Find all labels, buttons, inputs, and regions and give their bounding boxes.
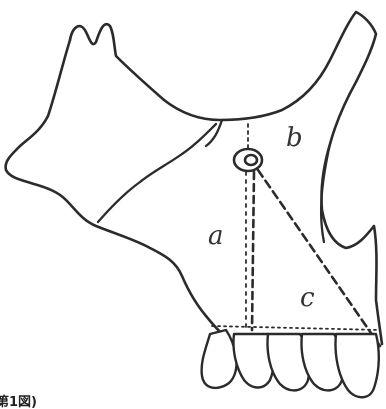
measure-line-c: [258, 170, 380, 346]
infraorbital-foramen-inner: [245, 155, 257, 165]
zygomatic-suture: [98, 124, 216, 222]
measure-line-a: [252, 172, 254, 330]
label-b: b: [286, 123, 303, 153]
maxilla-outline: [70, 12, 382, 344]
tooth-5: [336, 334, 379, 397]
maxilla-posterior-outline: [6, 40, 224, 336]
label-a: a: [208, 221, 224, 251]
figure-caption: (第1図): [0, 394, 37, 409]
tooth-1: [202, 330, 237, 388]
teeth-row: [202, 330, 379, 397]
label-c: c: [300, 283, 315, 313]
alveolar-baseline: [212, 326, 380, 330]
